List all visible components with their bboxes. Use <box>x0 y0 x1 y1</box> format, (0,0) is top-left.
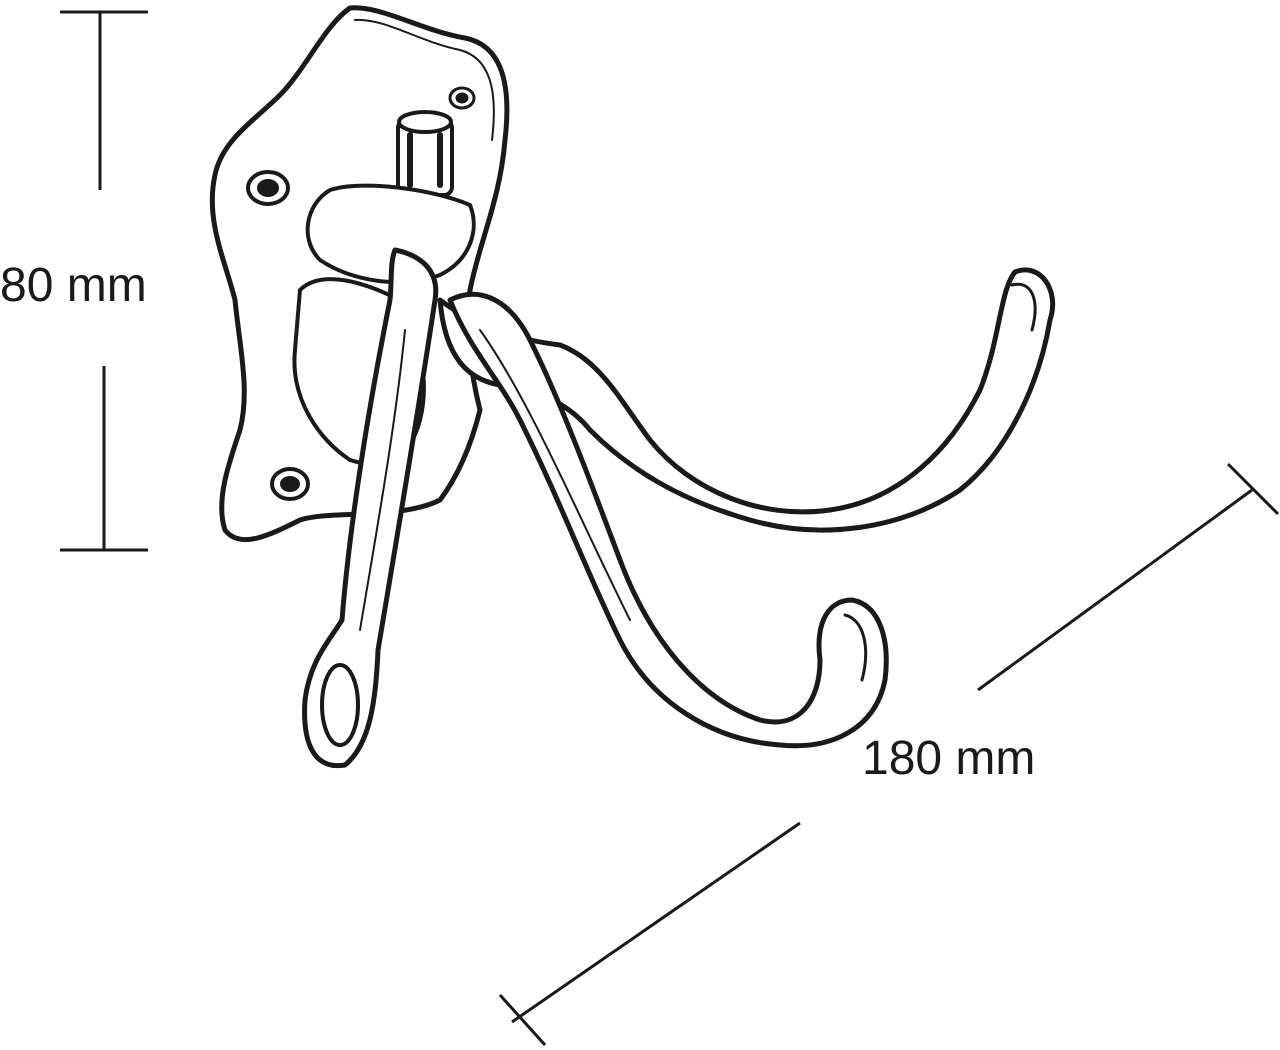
screw-hole-left <box>246 170 290 206</box>
middle-hook-tip <box>843 613 868 682</box>
screw-hole-top <box>448 86 476 110</box>
width-dimension-label: 180 mm <box>862 732 1036 785</box>
short-arm-highlight <box>359 329 406 631</box>
height-dimension <box>60 10 148 552</box>
long-hook-arm <box>437 267 1056 533</box>
width-upper-line <box>977 488 1253 692</box>
width-dimension <box>498 462 1280 1047</box>
screw-hole-bottom <box>270 467 310 501</box>
hook-illustration <box>209 5 1056 769</box>
pivot-post <box>396 110 454 197</box>
plate-inner-edge <box>354 18 495 141</box>
width-right-tick <box>1226 462 1280 516</box>
swivel-hub <box>305 183 476 285</box>
short-arm <box>302 247 439 769</box>
middle-hook-arm <box>447 291 889 749</box>
middle-hook-highlight <box>479 329 631 621</box>
height-dimension-label: 80 mm <box>0 259 147 312</box>
short-arm-tip <box>320 663 360 747</box>
long-hook-tip <box>1010 282 1037 332</box>
width-left-tick <box>498 993 547 1047</box>
width-lower-line <box>511 821 801 1024</box>
